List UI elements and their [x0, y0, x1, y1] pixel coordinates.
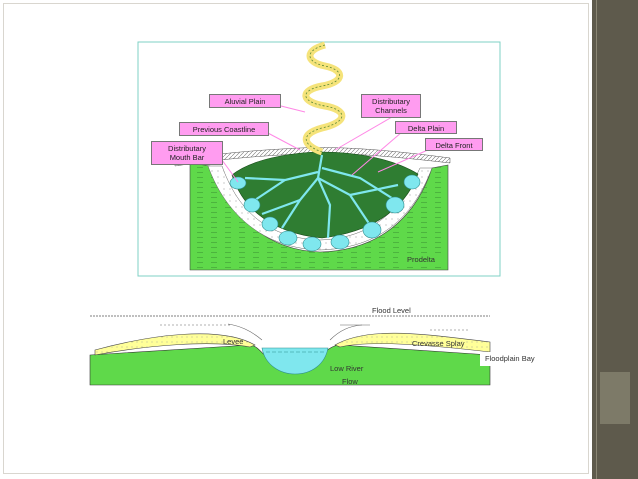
- label-crevasse-splay: Crevasse Splay: [412, 339, 465, 348]
- label-prodelta: Prodelta: [398, 253, 444, 266]
- leader-lines: [221, 105, 431, 183]
- low-river-water: [261, 347, 329, 375]
- label-delta-front: Delta Front: [425, 138, 483, 151]
- label-delta-plain: Delta Plain: [395, 121, 457, 134]
- label-distributary-mouth-bar: Distributary Mouth Bar: [151, 141, 223, 165]
- label-distributary-channels: Distributary Channels: [361, 94, 421, 118]
- previous-coastline-hatch: [174, 147, 451, 167]
- alluvial-river-outline: [305, 44, 343, 153]
- sidebar-swatch: [600, 372, 630, 424]
- floodplain-bay-backdrop: [480, 352, 550, 366]
- label-levee: Levee: [223, 337, 244, 346]
- decorative-sidebar: [592, 0, 638, 479]
- slide-frame: [3, 3, 589, 474]
- label-previous-coastline: Previous Coastline: [179, 122, 269, 136]
- label-low-river: Low River: [330, 364, 364, 373]
- sidebar-line: [596, 0, 597, 479]
- levee-left: [94, 333, 256, 356]
- flood-arrows: [160, 323, 470, 341]
- label-flood-level: Flood Level: [372, 306, 411, 315]
- label-floodplain-bay: Floodplain Bay: [485, 354, 535, 363]
- label-alluvial-plain: Aluvial Plain: [209, 94, 281, 108]
- distributary-mouth-bars: [229, 174, 421, 252]
- distributary-channels: [244, 154, 399, 239]
- label-flow: Flow: [342, 377, 358, 386]
